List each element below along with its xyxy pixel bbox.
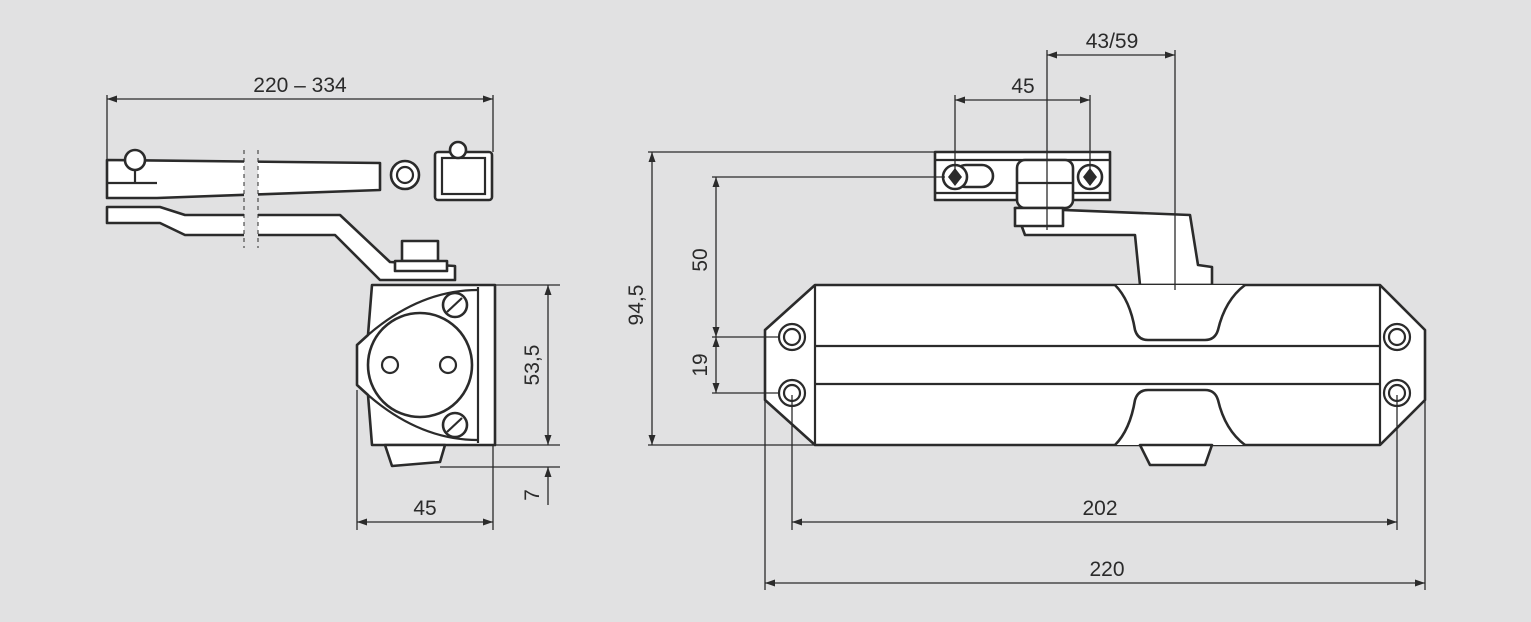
dim-foot: 7 <box>521 489 544 501</box>
dim-hole-spacing-horizontal: 202 <box>1082 497 1117 520</box>
arm-bracket <box>433 150 494 202</box>
body-foot <box>383 443 447 468</box>
dim-hole-spacing-vertical: 19 <box>689 353 712 376</box>
dim-total-height: 94,5 <box>625 285 648 326</box>
body-foot <box>1138 443 1214 467</box>
lower-arm <box>105 205 457 282</box>
dim-bracket-offset: 43/59 <box>1086 30 1139 53</box>
dim-height: 53,5 <box>521 345 544 386</box>
side-view: 220 – 334 53,5 7 45 <box>105 74 560 530</box>
upper-arm <box>105 158 382 200</box>
dim-arm-height: 50 <box>689 248 712 271</box>
front-view: 45 43/59 94,5 50 19 202 220 <box>625 30 1427 590</box>
dim-depth: 45 <box>413 497 436 520</box>
dim-bracket-width: 45 <box>1011 75 1034 98</box>
dim-arm-length: 220 – 334 <box>253 74 347 97</box>
pinion-cover <box>366 311 474 419</box>
hex-nut <box>400 239 440 263</box>
arm-joint <box>389 159 421 191</box>
dim-total-length: 220 <box>1089 558 1124 581</box>
closer-body-front <box>763 283 1427 447</box>
